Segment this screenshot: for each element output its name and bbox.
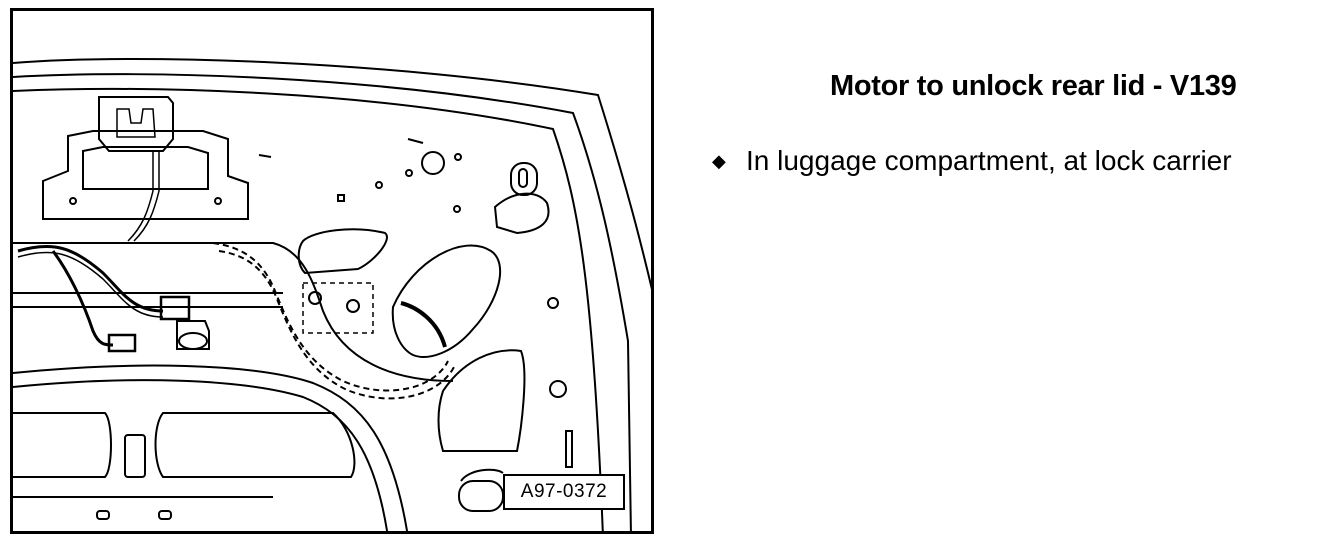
lid-inner-outline <box>13 73 632 531</box>
bullet-text: In luggage compartment, at lock carrier <box>746 145 1232 176</box>
section-heading: Motor to unlock rear lid - V139 <box>830 70 1237 102</box>
lid-crossmember <box>13 242 454 382</box>
lid-inner-outline-2 <box>13 87 604 531</box>
mounting-area <box>302 282 374 334</box>
bullet-list: ◆ In luggage compartment, at lock carrie… <box>712 144 1232 178</box>
cable-route <box>212 242 449 392</box>
rear-lid-lock <box>98 96 174 152</box>
figure-code: A97-0372 <box>503 474 625 510</box>
release-cylinder <box>391 244 501 358</box>
motor-v139 <box>176 320 210 350</box>
wiring-harness <box>17 244 164 313</box>
diamond-bullet-icon: ◆ <box>712 151 726 171</box>
bullet-item: ◆ In luggage compartment, at lock carrie… <box>712 144 1232 178</box>
figure-frame: A97-0372 <box>10 8 654 534</box>
lid-outline <box>13 58 651 290</box>
lock-carrier-bracket <box>42 130 249 220</box>
rear-lid-illustration <box>13 58 651 531</box>
connector-2 <box>107 333 137 353</box>
connector-1 <box>159 295 191 321</box>
